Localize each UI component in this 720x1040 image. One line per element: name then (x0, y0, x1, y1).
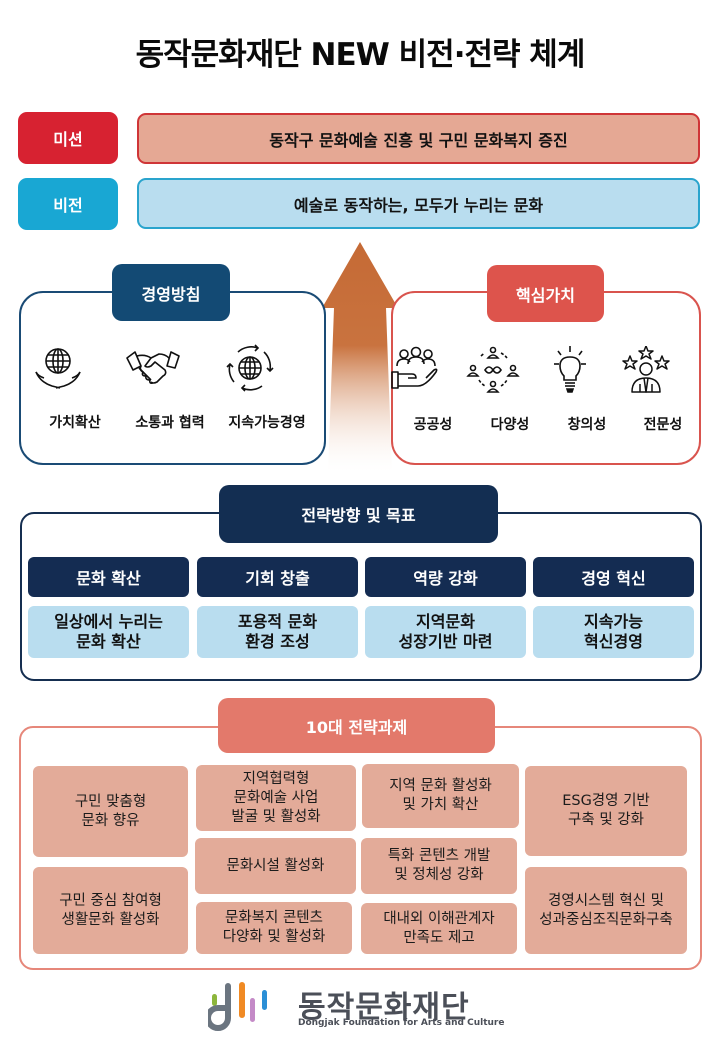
foundation-logo-english: Dongjak Foundation for Arts and Culture (298, 1018, 505, 1028)
task-item: 구민 맞춤형 문화 향유 (33, 766, 188, 857)
task-line: ESG경영 기반 (562, 793, 650, 809)
task-item: 문화복지 콘텐츠 다양화 및 활성화 (196, 902, 352, 954)
policy-label: 지속가능경영 (228, 415, 306, 431)
strategy-goal: 일상에서 누리는 문화 확산 (28, 606, 189, 658)
core-value-publicness: 공공성 (388, 346, 478, 434)
core-value-diversity: 다양성 (465, 346, 555, 434)
task-line: 구축 및 강화 (568, 812, 644, 828)
task-line: 구민 맞춤형 (74, 793, 147, 810)
policy-item-communication: 소통과 협력 (125, 344, 215, 432)
strategy-title: 전략방향 및 목표 (219, 485, 498, 543)
goal-line: 문화 확산 (76, 632, 141, 651)
strategy-goal: 포용적 문화 환경 조성 (197, 606, 358, 658)
mission-statement: 동작구 문화예술 진흥 및 구민 문화복지 증진 (137, 113, 700, 164)
mission-label: 미션 (18, 112, 118, 164)
core-value-expertise: 전문성 (618, 345, 708, 434)
core-value-label: 다양성 (490, 417, 530, 433)
goal-line: 혁신경영 (584, 632, 643, 651)
policy-label: 소통과 협력 (135, 415, 205, 431)
task-line: 경영시스템 혁신 및 (548, 892, 664, 909)
foundation-logo-icon (208, 982, 267, 1031)
handshake-icon (126, 351, 180, 384)
task-item: 지역 문화 활성화 및 가치 확산 (362, 764, 519, 828)
goal-line: 지역문화 (416, 612, 475, 631)
task-line: 및 정체성 강화 (394, 867, 484, 883)
strategy-direction-head: 문화 확산 (28, 557, 189, 597)
strategy-direction-head: 역량 강화 (365, 557, 526, 597)
diversity-network-icon (466, 346, 520, 393)
strategy-goal: 지속가능 혁신경영 (533, 606, 694, 658)
task-line: 만족도 제고 (403, 929, 475, 946)
core-value-label: 창의성 (567, 417, 607, 433)
policy-item-sustainable: 지속가능경영 (222, 344, 312, 432)
goal-line: 지속가능 (584, 612, 643, 631)
vision-statement: 예술로 동작하는, 모두가 누리는 문화 (137, 178, 700, 229)
task-item: 구민 중심 참여형 생활문화 활성화 (33, 867, 188, 954)
task-line: 대내외 이해관계자 (383, 910, 495, 927)
task-line: 지역협력형 (242, 770, 310, 787)
policy-label: 가치확산 (49, 415, 101, 431)
goal-line: 환경 조성 (245, 632, 310, 651)
vision-label: 비전 (18, 178, 118, 230)
task-line: 문화예술 사업 (233, 789, 319, 806)
task-line: 구민 중심 참여형 (59, 892, 162, 909)
management-policy-title: 경영방침 (112, 264, 230, 321)
task-line: 지역 문화 활성화 (389, 778, 492, 794)
people-hand-icon (391, 346, 438, 389)
task-line: 및 가치 확산 (402, 797, 479, 813)
task-line: 생활문화 활성화 (61, 911, 160, 928)
strategy-direction-head: 경영 혁신 (533, 557, 694, 597)
task-item: 특화 콘텐츠 개발 및 정체성 강화 (361, 838, 517, 894)
task-item: ESG경영 기반 구축 및 강화 (525, 766, 687, 856)
task-item: 문화시설 활성화 (195, 838, 356, 894)
strategic-tasks-title: 10대 전략과제 (218, 698, 495, 753)
task-line: 특화 콘텐츠 개발 (387, 848, 491, 864)
core-value-label: 전문성 (643, 417, 683, 433)
task-item: 경영시스템 혁신 및 성과중심조직문화구축 (525, 867, 687, 954)
foundation-logo-korean: 동작문화재단 (298, 990, 470, 1025)
task-line: 발굴 및 활성화 (231, 808, 321, 825)
globe-cycle-icon (226, 344, 274, 392)
policy-item-value-spread: 가치확산 (30, 344, 120, 432)
strategy-goal: 지역문화 성장기반 마련 (365, 606, 526, 658)
task-line: 성과중심조직문화구축 (539, 911, 673, 928)
goal-line: 일상에서 누리는 (54, 612, 163, 631)
page-title: 동작문화재단 NEW 비전·전략 체계 (135, 36, 586, 73)
globe-hands-icon (35, 348, 81, 389)
task-item: 대내외 이해관계자 만족도 제고 (361, 903, 517, 954)
lightbulb-icon (554, 346, 586, 393)
task-line: 문화복지 콘텐츠 (225, 910, 323, 926)
upward-arrow-icon (322, 242, 398, 472)
core-values-title: 핵심가치 (487, 265, 604, 322)
task-line: 문화시설 활성화 (226, 857, 325, 874)
expert-stars-icon (622, 345, 670, 393)
task-item: 지역협력형 문화예술 사업 발굴 및 활성화 (196, 765, 356, 831)
task-line: 다양화 및 활성화 (222, 929, 326, 945)
core-value-label: 공공성 (413, 417, 453, 433)
goal-line: 포용적 문화 (237, 612, 318, 631)
strategy-direction-head: 기회 창출 (197, 557, 358, 597)
goal-line: 성장기반 마련 (398, 632, 493, 651)
core-value-creativity: 창의성 (542, 346, 632, 434)
task-line: 문화 향유 (81, 812, 140, 829)
